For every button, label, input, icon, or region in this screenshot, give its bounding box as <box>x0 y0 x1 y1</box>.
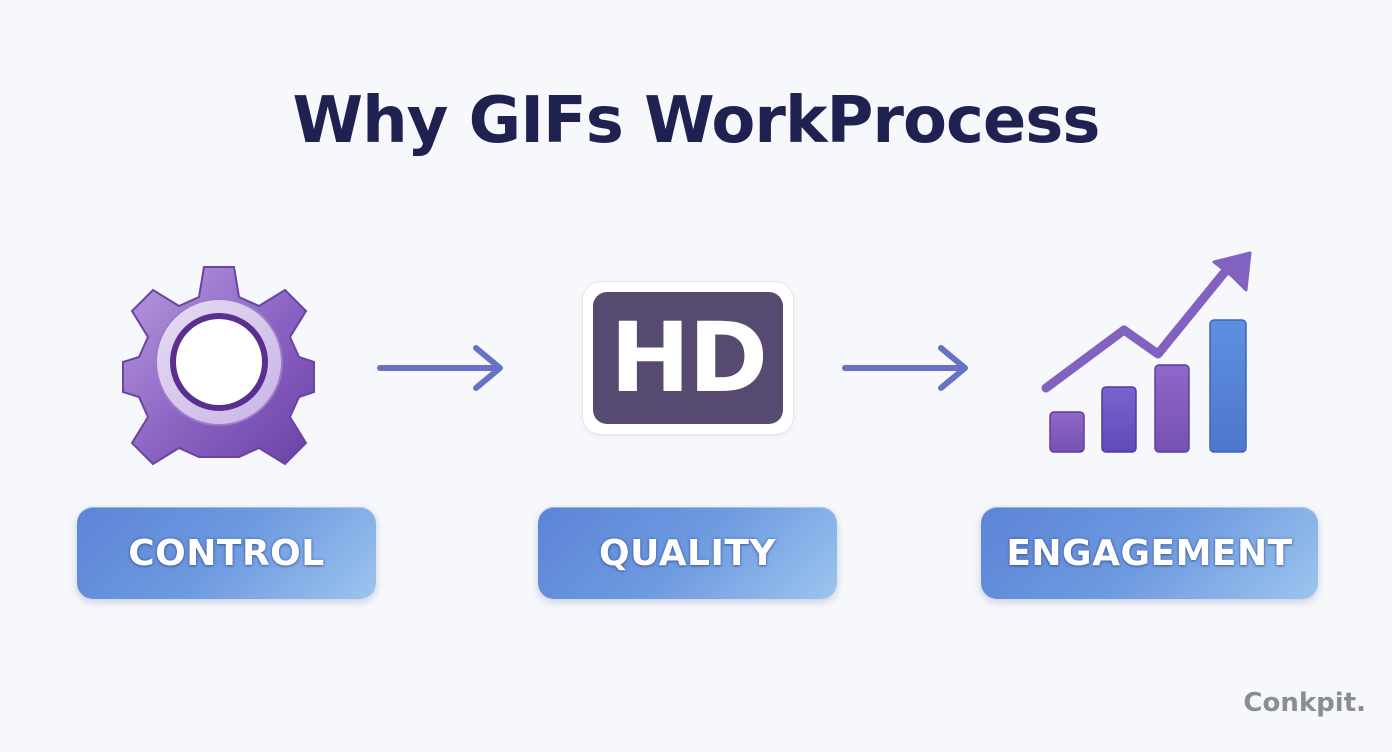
gear-icon <box>122 266 315 466</box>
arrow-right-icon <box>377 345 503 391</box>
quality-label: QUALITY <box>538 507 837 599</box>
hd-icon: HD <box>583 282 793 434</box>
hd-icon-label: HD <box>593 292 783 424</box>
control-label: CONTROL <box>77 507 376 599</box>
engagement-label: ENGAGEMENT <box>981 507 1318 599</box>
brand-logo: Conkpit. <box>1243 688 1366 718</box>
page-title: Why GIFs WorkProcess <box>292 84 1101 158</box>
growth-chart-icon <box>1041 251 1252 453</box>
arrow-right-icon <box>842 345 968 391</box>
